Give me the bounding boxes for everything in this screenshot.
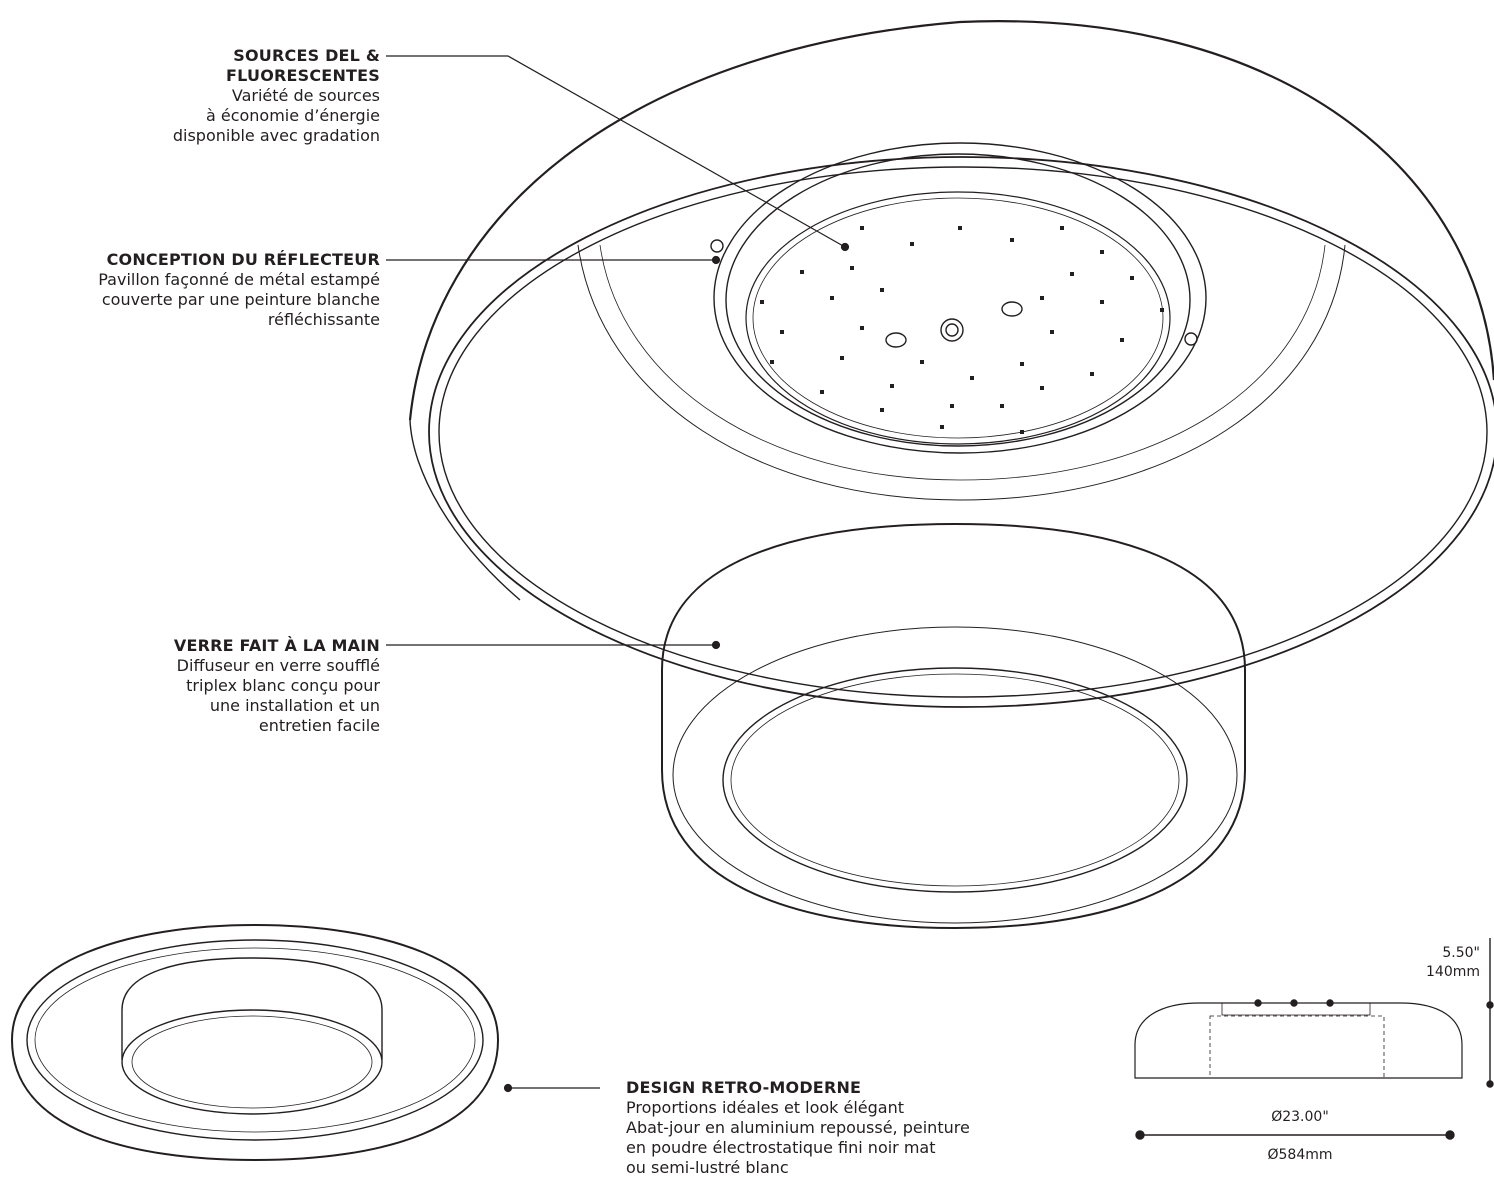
diameter-in-label: Ø23.00": [1271, 1109, 1329, 1125]
callout-sources-body-1: Variété de sources: [231, 86, 380, 105]
callout-design-body-3: en poudre électrostatique fini noir mat: [626, 1138, 936, 1157]
thumbnail-fixture: [11, 923, 499, 1162]
callout-design-body-2: Abat-jour en aluminium repoussé, peintur…: [626, 1118, 970, 1137]
callout-design: DESIGN RETRO-MODERNE Proportions idéales…: [626, 1078, 1086, 1178]
reflector-housing: [710, 142, 1207, 454]
callout-sources: SOURCES DEL & FLUORESCENTES Variété de s…: [60, 46, 380, 146]
height-in-label: 5.50": [1442, 945, 1480, 961]
leader-lines: [386, 55, 850, 1093]
callout-design-title: DESIGN RETRO-MODERNE: [626, 1078, 862, 1097]
callout-glass-body-4: entretien facile: [258, 716, 380, 735]
callout-sources-body-2: à économie d’énergie: [205, 106, 380, 125]
glass-diffuser: [661, 522, 1246, 930]
callout-design-body-4: ou semi-lustré blanc: [626, 1158, 789, 1177]
led-array: [760, 226, 1164, 434]
callout-reflector-body-1: Pavillon façonné de métal estampé: [98, 270, 380, 289]
callout-glass-body-2: triplex blanc conçu pour: [186, 676, 380, 695]
profile-drawing: [1134, 938, 1494, 1140]
callout-reflector-body-2: couverte par une peinture blanche: [101, 290, 380, 309]
callout-sources-body-3: disponible avec gradation: [172, 126, 380, 145]
callout-sources-title-2: FLUORESCENTES: [226, 66, 380, 85]
diameter-mm-label: Ø584mm: [1267, 1147, 1333, 1163]
callout-sources-title-1: SOURCES DEL &: [233, 46, 380, 65]
callout-reflector: CONCEPTION DU RÉFLECTEUR Pavillon façonn…: [0, 250, 380, 330]
callout-glass: VERRE FAIT À LA MAIN Diffuseur en verre …: [60, 636, 380, 736]
callout-reflector-body-3: réfléchissante: [267, 310, 380, 329]
callout-glass-title: VERRE FAIT À LA MAIN: [173, 636, 380, 655]
callout-design-body-1: Proportions idéales et look élégant: [626, 1098, 905, 1117]
height-mm-label: 140mm: [1426, 964, 1480, 980]
callout-glass-body-3: une installation et un: [209, 696, 380, 715]
height-dimension: 5.50" 140mm: [1380, 944, 1480, 982]
callout-reflector-title: CONCEPTION DU RÉFLECTEUR: [106, 250, 380, 269]
shade-outline: [408, 20, 1494, 708]
callout-glass-body-1: Diffuseur en verre soufflé: [176, 656, 380, 675]
